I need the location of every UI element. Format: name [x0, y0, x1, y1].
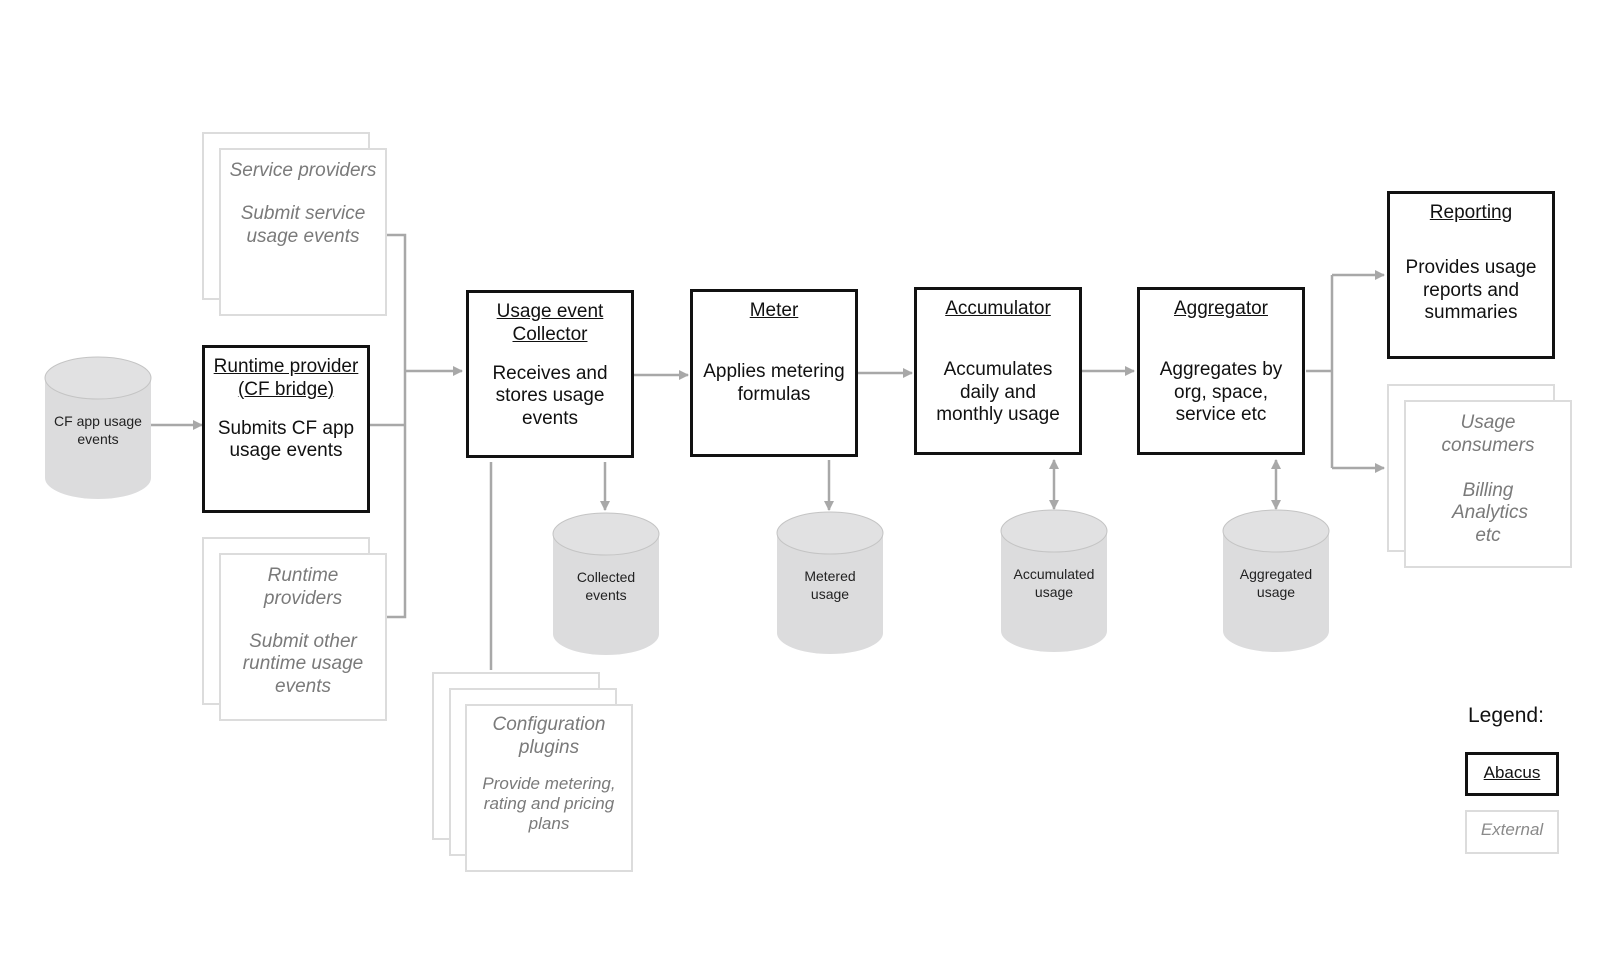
legend-abacus: Abacus — [1465, 752, 1559, 796]
metered-usage-store: Metered usage — [776, 511, 884, 655]
service-providers-box: Service providers Submit service usage e… — [219, 148, 387, 316]
legend-external: External — [1465, 810, 1559, 854]
usage-consumers-title: Usage consumers — [1441, 412, 1535, 456]
collector-desc: Receives and stores usage events — [492, 362, 608, 430]
collector-box: Usage event Collector Receives and store… — [466, 290, 634, 458]
reporting-title: Reporting — [1429, 202, 1513, 223]
config-plugins-desc: Provide metering, rating and pricing pla… — [482, 773, 616, 834]
metered-usage-label: Metered usage — [804, 568, 856, 603]
meter-title: Meter — [749, 300, 799, 321]
runtime-provider-box: Runtime provider (CF bridge) Submits CF … — [202, 345, 370, 513]
config-plugins-box: Configuration plugins Provide metering, … — [465, 704, 633, 872]
collected-events-store: Collected events — [552, 512, 660, 656]
runtime-provider-title: Runtime provider (CF bridge) — [213, 356, 359, 400]
runtime-providers-desc: Submit other runtime usage events — [242, 630, 364, 698]
usage-consumers-box: Usage consumers Billing Analytics etc — [1404, 400, 1572, 568]
accumulator-desc: Accumulates daily and monthly usage — [936, 358, 1060, 426]
reporting-desc: Provides usage reports and summaries — [1405, 256, 1537, 324]
runtime-providers-title: Runtime providers — [263, 565, 343, 609]
aggregated-usage-store: Aggregated usage — [1222, 509, 1330, 653]
cf-app-usage-label: CF app usage events — [54, 413, 142, 448]
aggregator-title: Aggregator — [1173, 298, 1268, 319]
accumulated-usage-store: Accumulated usage — [1000, 509, 1108, 653]
service-providers-desc: Submit service usage events — [240, 202, 366, 247]
service-providers-title: Service providers — [229, 160, 377, 181]
usage-consumers-desc: Billing Analytics etc — [1452, 479, 1529, 547]
collector-title: Usage event Collector — [496, 301, 604, 345]
config-plugins-title: Configuration plugins — [492, 714, 606, 758]
reporting-box: Reporting Provides usage reports and sum… — [1387, 191, 1555, 359]
runtime-provider-desc: Submits CF app usage events — [217, 417, 355, 462]
meter-box: Meter Applies metering formulas — [690, 289, 858, 457]
accumulator-box: Accumulator Accumulates daily and monthl… — [914, 287, 1082, 455]
accumulator-title: Accumulator — [945, 298, 1051, 319]
meter-desc: Applies metering formulas — [703, 360, 845, 405]
aggregator-box: Aggregator Aggregates by org, space, ser… — [1137, 287, 1305, 455]
legend-title: Legend: — [1468, 704, 1544, 727]
cf-app-usage-store: CF app usage events — [44, 356, 152, 500]
aggregated-usage-label: Aggregated usage — [1239, 566, 1313, 601]
aggregator-desc: Aggregates by org, space, service etc — [1159, 358, 1283, 426]
runtime-providers-box: Runtime providers Submit other runtime u… — [219, 553, 387, 721]
collected-events-label: Collected events — [576, 569, 636, 604]
accumulated-usage-label: Accumulated usage — [1013, 566, 1095, 601]
